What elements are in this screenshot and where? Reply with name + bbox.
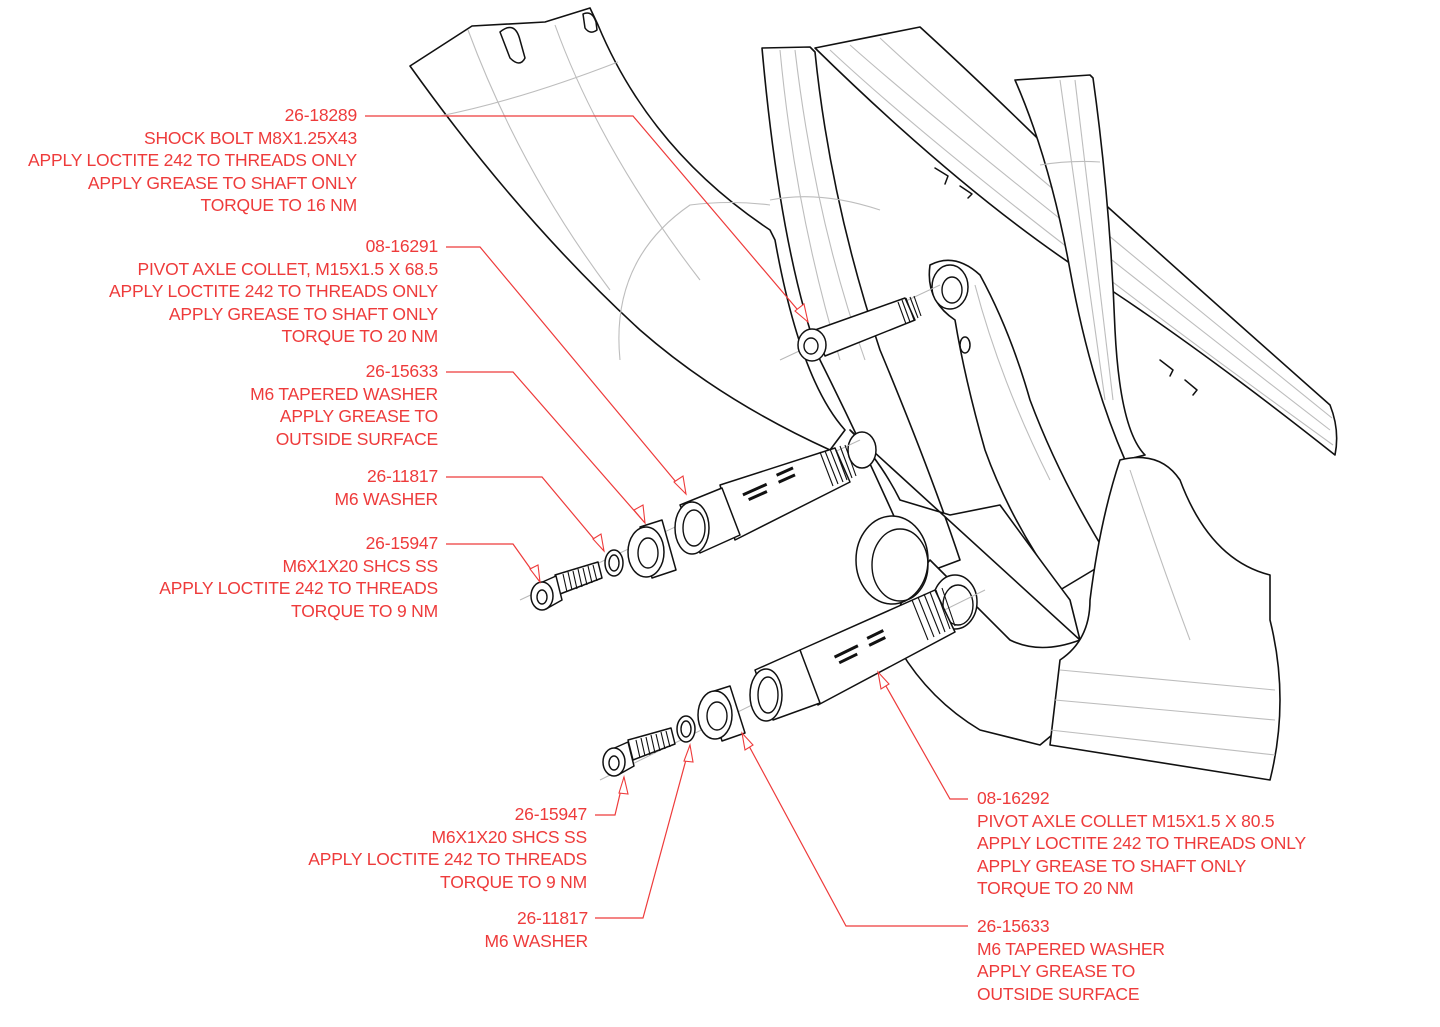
callout-line: PIVOT AXLE COLLET M15X1.5 X 80.5 — [977, 810, 1275, 831]
callout-line: M6 WASHER — [334, 488, 438, 509]
arrow-lower-screw — [618, 774, 629, 795]
callout-line: APPLY GREASE TO SHAFT ONLY — [87, 172, 357, 193]
arrow-lower-axle — [877, 670, 890, 690]
leader-shock-bolt — [365, 115, 809, 323]
callout-lower-axle: 08-16292 PIVOT AXLE COLLET M15X1.5 X 80.… — [977, 787, 1306, 900]
callout-line: APPLY LOCTITE 242 TO THREADS ONLY — [977, 833, 1306, 854]
part-number: 08-16292 — [977, 788, 1050, 808]
callout-shock-bolt: 26-18289 SHOCK BOLT M8X1.25X43 APPLY LOC… — [28, 104, 357, 217]
part-number: 26-15633 — [365, 361, 439, 381]
callout-line: APPLY GREASE TO SHAFT ONLY — [977, 855, 1247, 876]
upper-axle-threads — [819, 444, 857, 487]
part-number: 26-11817 — [516, 908, 588, 928]
leader-lower-tapered-washer — [741, 732, 968, 927]
part-number: 26-15947 — [365, 533, 439, 553]
callout-upper-washer: 26-11817 M6 WASHER — [334, 465, 438, 510]
callout-line: APPLY LOCTITE 242 TO THREADS ONLY — [28, 150, 357, 171]
upper-tapered-washer-part — [627, 519, 677, 579]
part-number: 26-15947 — [514, 804, 588, 824]
upper-screw-threads — [562, 564, 598, 593]
callout-lower-tapered-washer: 26-15633 M6 TAPERED WASHER APPLY GREASE … — [977, 915, 1165, 1005]
callout-line: APPLY LOCTITE 242 TO THREADS — [159, 578, 438, 599]
lower-pivot-axle-part — [599, 587, 986, 781]
upper-screw-part — [530, 561, 603, 611]
callout-line: M6 TAPERED WASHER — [977, 938, 1165, 959]
arrow-shock-bolt — [794, 303, 809, 324]
leader-upper-axle — [446, 246, 687, 495]
arrow-upper-washer — [592, 533, 605, 553]
callout-line: TORQUE TO 16 NM — [200, 195, 358, 216]
callout-upper-tapered-washer: 26-15633 M6 TAPERED WASHER APPLY GREASE … — [250, 360, 438, 450]
callout-line: M6X1X20 SHCS SS — [282, 555, 438, 576]
callout-lower-screw: 26-15947 M6X1X20 SHCS SS APPLY LOCTITE 2… — [308, 803, 587, 893]
lower-screw-threads — [635, 730, 671, 759]
upper-axle-engraving — [742, 466, 796, 501]
callout-line: TORQUE TO 20 NM — [281, 326, 439, 347]
callout-line: APPLY GREASE TO — [977, 961, 1136, 982]
leader-upper-screw — [446, 543, 541, 583]
callout-line: APPLY LOCTITE 242 TO THREADS ONLY — [109, 281, 438, 302]
callout-line: OUTSIDE SURFACE — [977, 983, 1140, 1004]
arrow-upper-axle — [673, 475, 687, 496]
lower-axle-threads — [911, 587, 956, 641]
callout-line: OUTSIDE SURFACE — [275, 428, 439, 449]
lower-screw-part — [602, 727, 676, 777]
leader-lower-screw — [595, 776, 625, 816]
arrow-lower-washer — [683, 742, 694, 763]
part-number: 26-11817 — [366, 466, 438, 486]
callout-upper-axle: 08-16291 PIVOT AXLE COLLET, M15X1.5 X 68… — [109, 235, 438, 348]
lower-tapered-washer-part — [697, 685, 746, 742]
rocker-link — [928, 259, 1111, 591]
shock-bolt-threads — [897, 295, 922, 325]
callout-line: PIVOT AXLE COLLET, M15X1.5 X 68.5 — [137, 258, 439, 279]
arrow-upper-screw — [529, 564, 541, 584]
lower-m6-washer-part — [676, 715, 696, 743]
callout-upper-screw: 26-15947 M6X1X20 SHCS SS APPLY LOCTITE 2… — [159, 532, 438, 622]
lower-axle-engraving — [833, 629, 886, 665]
shock-bolt-part — [779, 284, 941, 362]
callout-line: TORQUE TO 20 NM — [977, 878, 1134, 899]
frame-structure — [409, 7, 1338, 781]
callout-line: SHOCK BOLT M8X1.25X43 — [143, 127, 357, 148]
callout-line: APPLY GREASE TO SHAFT ONLY — [168, 303, 438, 324]
seat-tube-member — [761, 46, 961, 576]
part-number: 08-16291 — [365, 236, 439, 256]
arrow-lower-tapered-washer — [741, 731, 754, 751]
callout-line: APPLY GREASE TO — [279, 406, 438, 427]
seat-stay-member — [409, 7, 846, 451]
leader-lower-axle — [877, 671, 968, 800]
callout-line: M6 WASHER — [484, 930, 588, 951]
arrow-upper-tapered-washer — [633, 504, 646, 525]
leader-lines — [365, 115, 968, 927]
callout-line: M6X1X20 SHCS SS — [431, 826, 587, 847]
callout-line: TORQUE TO 9 NM — [440, 871, 587, 892]
callout-line: TORQUE TO 9 NM — [291, 600, 438, 621]
callout-line: M6 TAPERED WASHER — [250, 383, 438, 404]
leader-lower-washer — [595, 744, 691, 919]
leader-upper-tapered-washer — [446, 371, 646, 524]
part-number: 26-15633 — [977, 916, 1050, 936]
leader-upper-washer — [446, 476, 605, 552]
callout-line: APPLY LOCTITE 242 TO THREADS — [308, 849, 587, 870]
part-number: 26-18289 — [284, 105, 358, 125]
bottom-bracket-yoke — [847, 429, 1281, 781]
callout-lower-washer: 26-11817 M6 WASHER — [484, 907, 588, 952]
upper-m6-washer-part — [604, 549, 624, 577]
